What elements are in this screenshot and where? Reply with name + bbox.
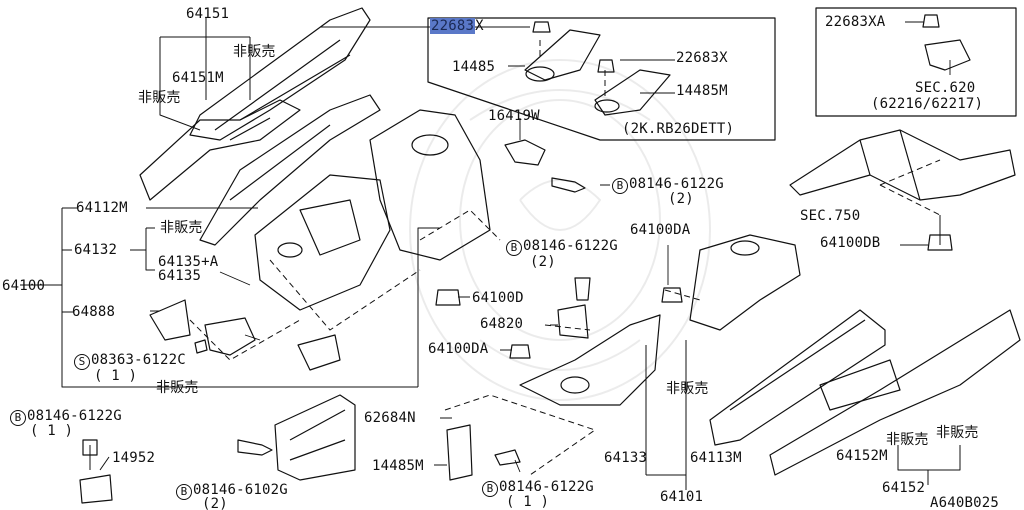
- watermark-emblem: [409, 59, 711, 401]
- label-64100da-1: 64100DA: [630, 222, 691, 238]
- diagram-id: A640B025: [930, 495, 1000, 510]
- label-64135a: 64135+A: [158, 254, 219, 270]
- inset-box-22683xa: [815, 7, 1017, 117]
- part-64100d-clip: [435, 289, 461, 306]
- s-mark-icon: S: [74, 354, 90, 370]
- label-64151: 64151: [186, 6, 230, 22]
- label-64100d: 64100D: [472, 290, 524, 306]
- part-22683x-insulator: [524, 21, 671, 116]
- label-64100da-2: 64100DA: [428, 341, 489, 357]
- part-hood-ledge: [199, 94, 381, 246]
- label-qty-1-b: ( 1 ): [30, 423, 74, 439]
- b-mark-icon: B: [176, 484, 192, 500]
- part-lower-bracket: [297, 334, 341, 371]
- label-sec620: SEC.620: [915, 80, 976, 96]
- part-64100db-clip: [927, 234, 953, 251]
- label-sec750: SEC.750: [800, 208, 861, 224]
- label-not-for-sale-7: 非販売: [936, 425, 979, 441]
- label-64152m: 64152M: [836, 448, 888, 464]
- b-mark-icon: B: [612, 178, 628, 194]
- part-64888-bracket: [149, 299, 191, 341]
- label-not-for-sale-1: 非販売: [233, 44, 276, 60]
- dashed-guides: [189, 40, 941, 476]
- part-64151m-reinforcement: [139, 99, 301, 201]
- part-16419w-clip: [504, 139, 546, 166]
- part-64100da-clip: [509, 287, 683, 359]
- label-not-for-sale-6: 非販売: [886, 432, 929, 448]
- callout-lines: [20, 18, 961, 490]
- part-22683xa-mount: [922, 14, 971, 71]
- label-not-for-sale-4: 非販売: [156, 380, 199, 396]
- label-64888: 64888: [72, 304, 116, 320]
- part-bolt-6122g-lower: [494, 277, 591, 466]
- inset-box-22683x: [427, 17, 776, 141]
- part-bolt-14952: [79, 439, 113, 504]
- label-64113m: 64113M: [690, 450, 742, 466]
- part-64135-brace: [204, 317, 256, 356]
- label-not-for-sale-2: 非販売: [138, 90, 181, 106]
- label-16419w: 16419W: [488, 108, 540, 124]
- part-64100-strut-housing: [254, 109, 491, 311]
- label-64100: 64100: [2, 278, 46, 294]
- label-qty-2-a: (2): [668, 191, 694, 207]
- part-14485m-stay: [446, 424, 473, 481]
- label-qty-2-c: (2): [202, 496, 228, 510]
- label-64152: 64152: [882, 480, 926, 496]
- b-mark-icon: B: [10, 410, 26, 426]
- label-14952: 14952: [112, 450, 156, 466]
- b-mark-icon: B: [482, 481, 498, 497]
- part-64152-rail: [769, 309, 1021, 476]
- label-64132: 64132: [74, 242, 118, 258]
- part-sec750-member: [789, 129, 1016, 201]
- label-14485m: 14485M: [372, 458, 424, 474]
- label-qty-1-c: ( 1 ): [506, 494, 550, 510]
- label-64133: 64133: [604, 450, 648, 466]
- label-64151m: 64151M: [172, 70, 224, 86]
- part-64133-apron: [519, 314, 661, 406]
- part-bolt-6102g: [237, 439, 273, 456]
- label-64100db: 64100DB: [820, 235, 881, 251]
- label-14485: 14485: [452, 59, 496, 75]
- part-64820-bracket: [557, 304, 589, 339]
- label-qty-1-a: ( 1 ): [94, 368, 138, 384]
- label-qty-2-b: (2): [530, 254, 556, 270]
- label-62684n: 62684N: [364, 410, 416, 426]
- label-22683x: 22683X: [676, 50, 728, 66]
- label-22683xa: 22683XA: [825, 14, 886, 30]
- part-64100da-right-housing: [689, 234, 801, 331]
- leader-lines: [150, 21, 951, 473]
- label-not-for-sale-3: 非販売: [160, 220, 203, 236]
- part-number-suffix: X: [475, 18, 484, 34]
- label-64820: 64820: [480, 316, 524, 332]
- part-64151-upper-rail: [189, 7, 371, 141]
- label-64135: 64135: [158, 268, 202, 284]
- b-mark-icon: B: [506, 240, 522, 256]
- label-64112m: 64112M: [76, 200, 128, 216]
- part-64113m-side-rail: [709, 309, 886, 446]
- part-bolt-6122g: [551, 177, 586, 193]
- label-64101: 64101: [660, 489, 704, 505]
- label-engine-note: (2K.RB26DETT): [622, 121, 735, 137]
- part-bolt-screw: [194, 339, 208, 354]
- part-number-highlight: 22683: [430, 18, 476, 34]
- part-62684n-bracket: [274, 394, 356, 481]
- label-sec620-sub: (62216/62217): [871, 96, 984, 112]
- label-22683-highlighted: 22683X: [430, 18, 484, 34]
- label-not-for-sale-5: 非販売: [666, 381, 709, 397]
- label-14485m-inset: 14485M: [676, 83, 728, 99]
